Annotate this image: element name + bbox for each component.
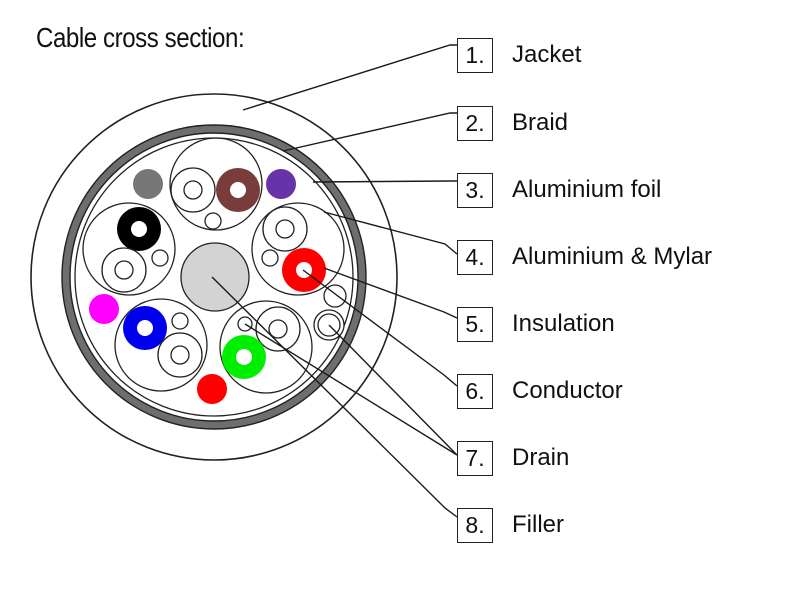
conductor (230, 182, 246, 198)
legend-item-jacket: 1. Jacket (457, 36, 581, 74)
conductor (114, 260, 134, 280)
legend-number-box: 1. (457, 37, 493, 73)
legend-number-box: 3. (457, 172, 493, 208)
conductor (268, 319, 288, 339)
legend-label: Filler (512, 511, 564, 538)
conductor (236, 349, 252, 365)
conductor (131, 221, 147, 237)
drain-wire (151, 249, 169, 267)
pair-top (169, 137, 263, 231)
legend-number-box: 5. (457, 306, 493, 342)
legend-label: Aluminium & Mylar (512, 243, 713, 270)
braid-outer-edge (61, 124, 367, 430)
braid-inner-edge (69, 132, 359, 422)
diagram-title: Cable cross section: (36, 22, 245, 53)
legend-number-box: 6. (457, 373, 493, 409)
legend-item-conductor: 6. Conductor (457, 372, 623, 410)
conductor (183, 180, 203, 200)
pair-shield (219, 300, 313, 394)
leader-line-conductor (302, 269, 458, 387)
legend-number-box: 8. (457, 507, 493, 543)
leader-line-jacket (242, 44, 457, 111)
conductor (275, 219, 295, 239)
leader-line-insulation (323, 267, 458, 319)
legend-item-braid: 2. Braid (457, 104, 568, 142)
pair-left (82, 202, 176, 296)
legend-number-box: 4. (457, 239, 493, 275)
filler-magenta (89, 294, 119, 324)
conductor (170, 345, 190, 365)
legend-label: Braid (512, 109, 569, 136)
legend-number-box: 7. (457, 440, 493, 476)
legend-item-filler: 8. Filler (457, 506, 564, 544)
legend-number-box: 2. (457, 105, 493, 141)
legend-label: Conductor (512, 377, 623, 404)
pair-shield (251, 202, 345, 296)
central-filler (180, 242, 250, 312)
legend-label: Aluminium foil (512, 176, 662, 203)
leader-line-drain-a (328, 324, 458, 456)
pair-shield (82, 202, 176, 296)
leader-line-aluminium-mylar (323, 211, 458, 255)
pair-bottom-left (114, 298, 208, 392)
leader-line-braid (282, 112, 457, 152)
legend-item-drain: 7. Drain (457, 439, 569, 477)
pair-shield (169, 137, 263, 231)
filler-purple (266, 169, 296, 199)
drain-wire (171, 312, 189, 330)
filler-gray (133, 169, 163, 199)
legend-label: Insulation (512, 310, 615, 337)
leader-line-filler (211, 276, 458, 518)
legend-label: Drain (512, 444, 570, 471)
drain-wire (204, 212, 222, 230)
braid-ring (62, 125, 366, 429)
legend-item-aluminium-mylar: 4. Aluminium & Mylar (457, 238, 712, 276)
drain-wire (261, 249, 279, 267)
pair-shield (114, 298, 208, 392)
filler-red (197, 374, 227, 404)
legend-item-insulation: 5. Insulation (457, 305, 615, 343)
leader-line-drain-b (244, 323, 458, 456)
leader-line-aluminium-foil (312, 180, 457, 183)
legend-item-aluminium-foil: 3. Aluminium foil (457, 171, 661, 209)
conductor (137, 320, 153, 336)
legend-label: Jacket (512, 41, 582, 68)
